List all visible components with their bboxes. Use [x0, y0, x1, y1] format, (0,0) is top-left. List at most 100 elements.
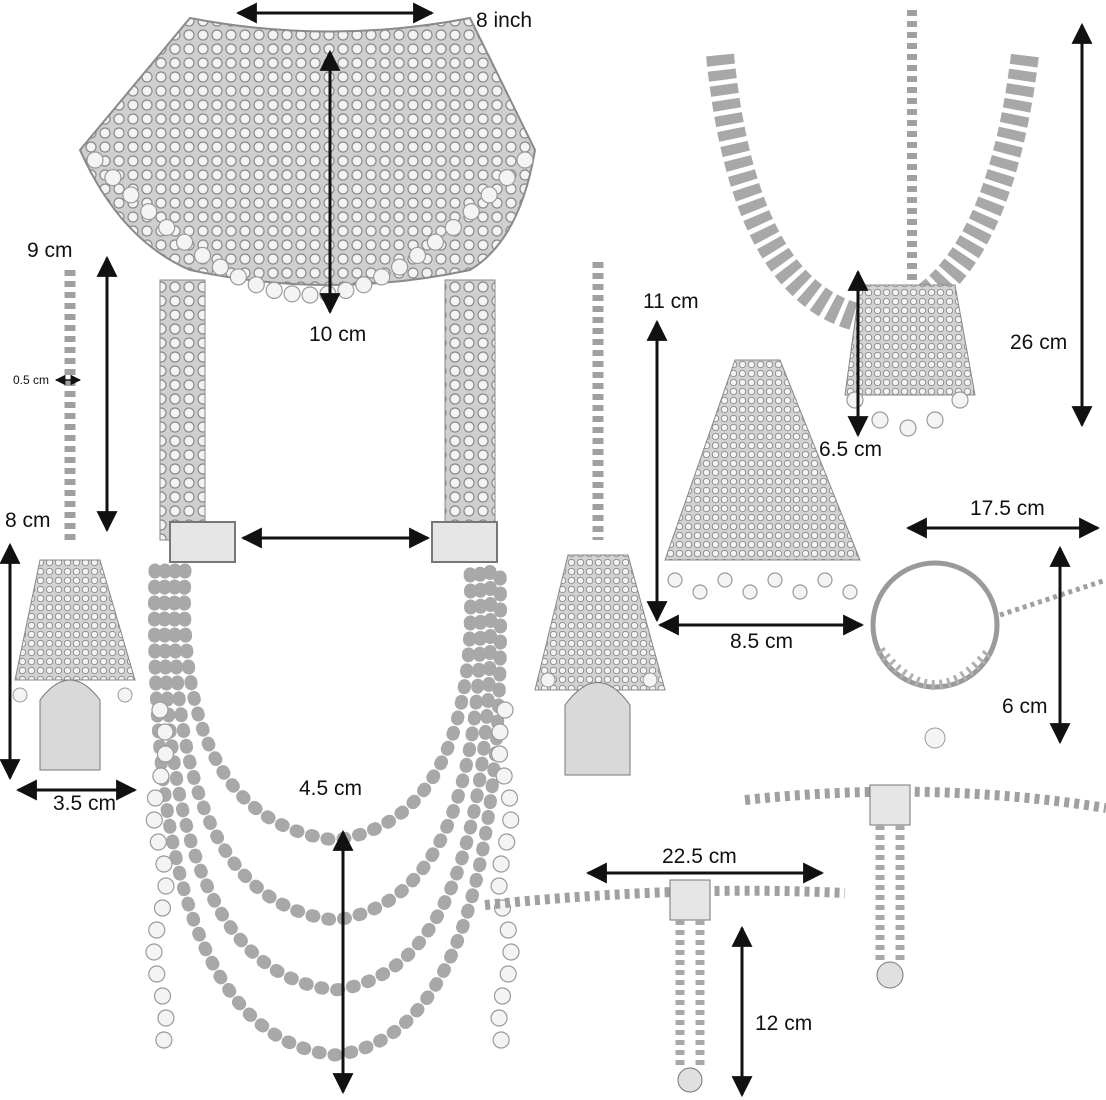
pearl: [492, 1031, 510, 1049]
pearl: [502, 811, 520, 829]
matha-patti: [706, 10, 1039, 437]
pearl: [496, 701, 514, 719]
pearl: [175, 233, 194, 251]
pearl: [301, 286, 319, 304]
pearl: [355, 276, 373, 294]
earring-height-label: 8 cm: [5, 509, 51, 532]
passa-pearls: [667, 572, 858, 600]
pearl: [846, 391, 864, 409]
haathphool-width-label: 22.5 cm: [662, 845, 737, 868]
pearl: [444, 218, 462, 237]
tikka-chain-width-label: 0.5 cm: [13, 373, 50, 387]
pearl: [499, 965, 517, 983]
pearl: [500, 789, 519, 807]
choker-height-label: 10 cm: [309, 323, 367, 346]
pearl: [480, 186, 498, 204]
pearl: [516, 151, 534, 169]
pearl: [146, 789, 165, 807]
pearl: [229, 268, 247, 286]
pearl: [149, 833, 167, 851]
pearl: [408, 246, 427, 265]
haar-width-label: 4.5 cm: [299, 777, 363, 800]
passa: [664, 359, 861, 600]
pearl: [319, 285, 337, 303]
pearl: [145, 943, 163, 961]
pearl: [817, 572, 833, 588]
pearl: [491, 723, 509, 741]
pearl: [498, 169, 516, 187]
pearl: [265, 281, 283, 299]
pearl: [871, 411, 889, 429]
pearl: [104, 169, 122, 187]
pearl: [498, 833, 516, 851]
pearl: [792, 584, 808, 600]
pearl: [426, 233, 445, 251]
pearl: [158, 218, 176, 237]
pearl: [493, 987, 512, 1005]
pearl: [86, 151, 104, 169]
choker-width-label: 8 inch: [476, 9, 533, 32]
rani-haar-necklace: [145, 279, 520, 1062]
pearl: [157, 877, 175, 895]
tikka-length-label: 9 cm: [27, 239, 73, 262]
pearl: [283, 285, 301, 303]
matha-patti-pearls: [846, 391, 969, 437]
patti-height-label: 26 cm: [1010, 331, 1068, 354]
pearl: [899, 419, 917, 437]
passa-height-label: 11 cm: [643, 290, 699, 313]
pearl: [337, 281, 355, 299]
pearl: [717, 572, 733, 588]
choker-pearls: [86, 151, 534, 304]
pearl: [490, 877, 508, 895]
pearl: [390, 258, 409, 276]
haar-pearls: [145, 701, 520, 1049]
pearl: [926, 411, 944, 429]
pearl: [247, 276, 265, 294]
pearl: [153, 899, 172, 917]
earring-width-label: 3.5 cm: [53, 792, 117, 815]
pearl: [155, 855, 173, 873]
pearl: [153, 987, 172, 1005]
choker-necklace: [78, 16, 537, 304]
pearl: [462, 203, 480, 221]
pearl: [499, 921, 517, 939]
pearl: [152, 767, 170, 785]
pearl: [692, 584, 708, 600]
passa-width-label: 8.5 cm: [730, 630, 794, 653]
patti-pendant-label: 6.5 cm: [819, 438, 883, 461]
pearl: [742, 584, 758, 600]
pearl: [767, 572, 783, 588]
nath-nose-ring: [870, 560, 1106, 749]
pearl: [156, 723, 174, 741]
pearl: [193, 246, 212, 265]
haathphool-front: [484, 879, 846, 1093]
left-earring: [12, 270, 136, 771]
pearl: [211, 258, 230, 276]
haar-strands: [148, 563, 508, 1062]
pearl: [842, 584, 858, 600]
pearl: [122, 186, 140, 204]
pearl: [155, 1031, 173, 1049]
pearl: [140, 203, 158, 221]
pearl: [148, 965, 166, 983]
right-earring: [534, 262, 666, 776]
pearl: [151, 701, 169, 719]
pearl: [148, 921, 166, 939]
nath-width-label: 17.5 cm: [970, 497, 1045, 520]
pearl: [951, 391, 969, 409]
pearl: [502, 943, 520, 961]
pearl: [156, 745, 175, 763]
haathphool-length-label: 12 cm: [755, 1012, 813, 1035]
pearl: [490, 1009, 508, 1027]
pearl: [492, 855, 510, 873]
haar-strand: [167, 563, 488, 927]
pearl: [157, 1009, 175, 1027]
haathphool-back: [744, 784, 1106, 989]
pearl: [667, 572, 683, 588]
pearl: [145, 811, 163, 829]
nath-height-label: 6 cm: [1002, 695, 1048, 718]
pearl: [373, 268, 391, 286]
